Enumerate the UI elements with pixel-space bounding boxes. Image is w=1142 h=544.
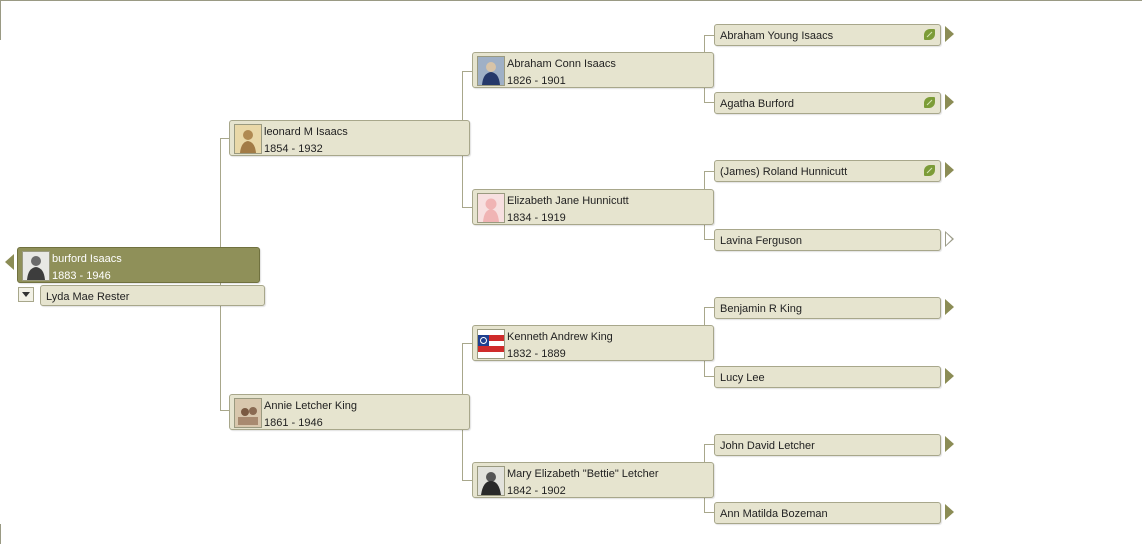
arrow-right-icon[interactable] (945, 231, 954, 247)
arrow-right-icon[interactable] (945, 504, 954, 520)
connector-line (704, 444, 714, 445)
person-dates: 1883 - 1946 (52, 270, 111, 282)
person-dates: 1861 - 1946 (264, 417, 323, 429)
person-name: Abraham Conn Isaacs (507, 58, 616, 70)
person-name: Lavina Ferguson (720, 235, 802, 247)
person-name: Annie Letcher King (264, 400, 357, 412)
leaf-icon[interactable] (924, 97, 935, 108)
person-name: Abraham Young Isaacs (720, 30, 834, 42)
person-dates: 1842 - 1902 (507, 485, 566, 497)
person-name: Mary Elizabeth "Bettie" Letcher (507, 468, 659, 480)
connector-line (704, 512, 714, 513)
person-name: John David Letcher (720, 440, 815, 452)
connector-line (220, 138, 230, 139)
person-name: Elizabeth Jane Hunnicutt (507, 195, 629, 207)
connector-line (704, 307, 714, 308)
person-dates: 1832 - 1889 (507, 348, 566, 360)
person-name: Ann Matilda Bozeman (720, 508, 828, 520)
great-grandparent-card[interactable]: (James) Roland Hunnicutt (714, 160, 941, 182)
spouse-name: Lyda Mae Rester (46, 291, 130, 303)
person-name: leonard M Isaacs (264, 126, 348, 138)
arrow-right-icon[interactable] (945, 368, 954, 384)
grandparent-card[interactable]: Elizabeth Jane Hunnicutt 1834 - 1919 (472, 189, 714, 225)
connector-line (704, 376, 714, 377)
person-name: Agatha Burford (720, 98, 794, 110)
grandparent-card[interactable]: Abraham Conn Isaacs 1826 - 1901 (472, 52, 714, 88)
great-grandparent-card[interactable]: Ann Matilda Bozeman (714, 502, 941, 524)
great-grandparent-card[interactable]: Abraham Young Isaacs (714, 24, 941, 46)
grandparent-card[interactable]: Kenneth Andrew King 1832 - 1889 (472, 325, 714, 361)
connector-line (462, 480, 472, 481)
root-person-card[interactable]: burford Isaacs 1883 - 1946 (17, 247, 260, 283)
connector-line (462, 343, 472, 344)
person-dates: 1854 - 1932 (264, 143, 323, 155)
great-grandparent-card[interactable]: John David Letcher (714, 434, 941, 456)
connector-line (462, 207, 472, 208)
flag-image (477, 329, 505, 359)
female-silhouette-icon (477, 193, 505, 223)
person-name: burford Isaacs (52, 253, 122, 265)
grandparent-card[interactable]: Mary Elizabeth "Bettie" Letcher 1842 - 1… (472, 462, 714, 498)
arrow-right-icon[interactable] (945, 162, 954, 178)
connector-line (704, 171, 714, 172)
father-card[interactable]: leonard M Isaacs 1854 - 1932 (229, 120, 470, 156)
person-photo (234, 124, 262, 154)
connector-line (220, 410, 230, 411)
connector-line (704, 102, 714, 103)
connector-line (704, 239, 714, 240)
great-grandparent-card[interactable]: Lucy Lee (714, 366, 941, 388)
great-grandparent-card[interactable]: Agatha Burford (714, 92, 941, 114)
person-name: Lucy Lee (720, 372, 765, 384)
person-dates: 1834 - 1919 (507, 212, 566, 224)
person-name: (James) Roland Hunnicutt (720, 166, 848, 178)
person-photo (477, 466, 505, 496)
person-name: Benjamin R King (720, 303, 802, 315)
person-name: Kenneth Andrew King (507, 331, 613, 343)
chevron-down-icon[interactable] (18, 287, 34, 302)
spouse-card[interactable]: Lyda Mae Rester (40, 285, 265, 306)
left-border-lower (0, 524, 1, 544)
left-border (0, 0, 1, 40)
arrow-right-icon[interactable] (945, 26, 954, 42)
person-photo (22, 251, 50, 281)
arrow-right-icon[interactable] (945, 94, 954, 110)
great-grandparent-card[interactable]: Benjamin R King (714, 297, 941, 319)
person-photo (234, 398, 262, 428)
leaf-icon[interactable] (924, 29, 935, 40)
connector-line (704, 35, 714, 36)
arrow-left-icon[interactable] (5, 254, 14, 270)
top-border (0, 0, 1142, 1)
mother-card[interactable]: Annie Letcher King 1861 - 1946 (229, 394, 470, 430)
great-grandparent-card[interactable]: Lavina Ferguson (714, 229, 941, 251)
connector-line (462, 71, 472, 72)
leaf-icon[interactable] (924, 165, 935, 176)
person-dates: 1826 - 1901 (507, 75, 566, 87)
arrow-right-icon[interactable] (945, 299, 954, 315)
arrow-right-icon[interactable] (945, 436, 954, 452)
person-photo (477, 56, 505, 86)
